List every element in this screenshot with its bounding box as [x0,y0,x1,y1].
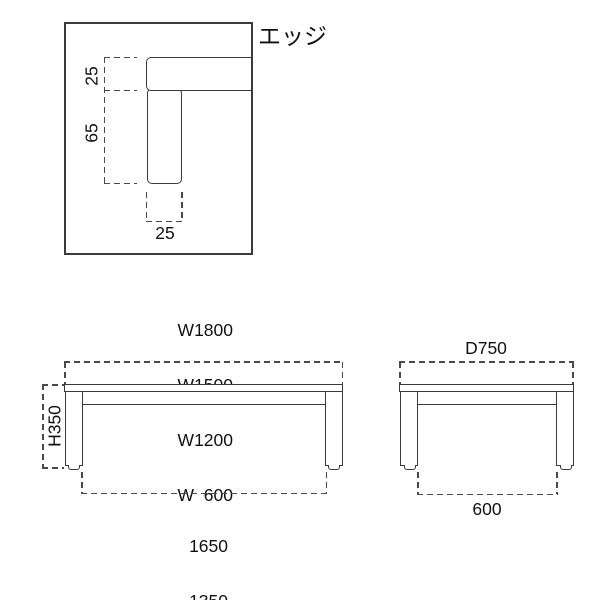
front-height-dim-tick-bottom [42,467,64,469]
side-apron-line [417,403,557,406]
side-tabletop [399,384,574,392]
dim-label-leg-width: 25 [155,223,175,243]
side-span-dim-left [417,472,419,494]
width-option-label: W 600 [177,485,233,506]
dim-label-top-thickness: 25 [81,66,102,86]
leg-span-label: 1650 [189,535,228,556]
width-options-block: W1800 W1500 W1200 W 600 [108,284,233,542]
front-left-leg [65,390,83,466]
edge-detail-title: エッジ [258,23,327,49]
dim-extension-line [103,57,106,184]
front-span-dim-right [325,472,328,493]
side-depth-dim-left [399,362,401,384]
side-span-dim-right [556,472,558,494]
front-height-dim-line [42,384,44,468]
side-right-leg [556,390,574,466]
leg-span-block: 1650 1350 1050 450 [108,500,228,600]
depth-label: D750 [465,338,507,358]
front-span-dim-line [81,492,327,495]
side-depth-dim-right [572,362,574,384]
front-span-dim-left [81,472,83,493]
width-option-label: W1800 [177,319,233,340]
front-tabletop [64,384,343,392]
leg-span-label: 1350 [108,592,228,600]
front-height-dim-tick-top [42,384,64,386]
front-left-foot-glide [68,465,80,470]
edge-detail-leg-section [147,89,182,184]
side-span-dim-line [417,493,558,496]
front-right-leg [325,390,343,466]
dim-leg-width-right [181,192,183,222]
front-right-foot-glide [328,465,340,470]
dim-leg-width-line [145,220,183,223]
dim-tick-top [104,56,137,59]
front-width-dim-left [64,362,66,384]
width-option-label: W1200 [177,430,233,451]
edge-detail-frame [64,22,253,255]
front-apron-line [82,403,326,406]
dim-leg-width-left [145,192,148,222]
dim-tick-bottom [104,182,137,185]
side-left-leg [400,390,418,466]
front-height-label: H350 [44,405,65,447]
edge-detail-tabletop-section [146,57,251,91]
dim-tick-mid [104,89,137,92]
front-width-dim-line [64,361,343,363]
side-span-label: 600 [472,499,502,519]
side-depth-dim-line [399,361,574,363]
side-right-foot-glide [560,465,572,470]
dim-label-leg-length: 65 [81,123,102,143]
front-width-dim-right [341,362,344,384]
side-left-foot-glide [404,465,416,470]
